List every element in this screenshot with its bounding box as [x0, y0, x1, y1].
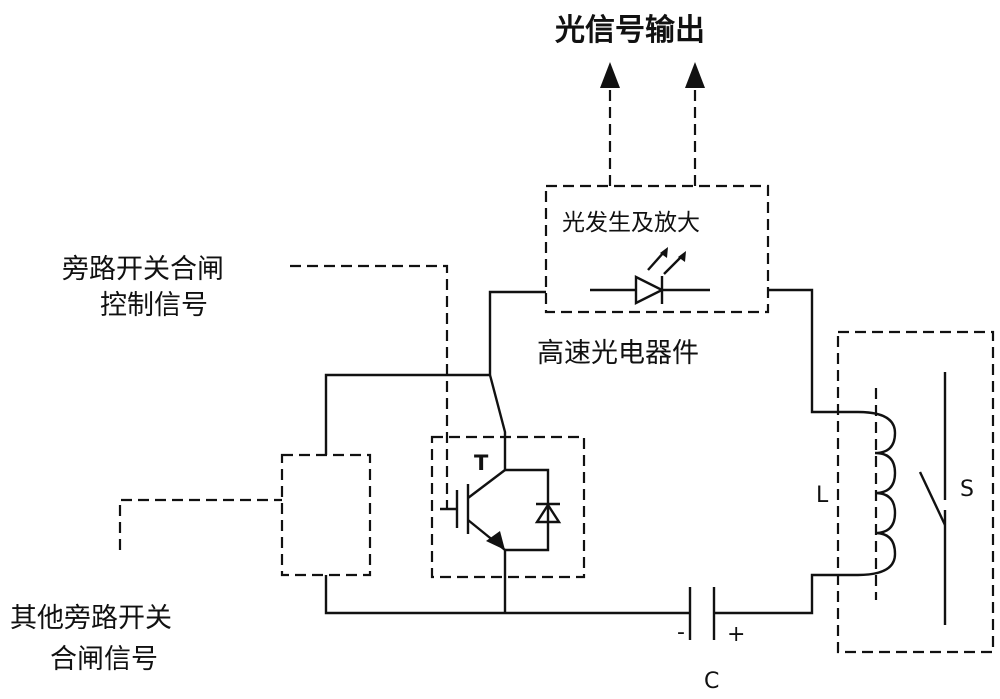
inductor-switch-box [836, 330, 995, 654]
bypass-ctrl-label-line2: 控制信号 [100, 290, 208, 321]
other-bypass-label-line1: 其他旁路开关 [10, 603, 172, 634]
other-bypass-signal-line [118, 498, 282, 550]
transistor-label: T [474, 451, 489, 475]
inductor-icon [857, 388, 897, 600]
capacitor-plus-label: + [727, 622, 745, 647]
other-bypass-module-box [280, 453, 372, 577]
bypass-ctrl-label-line1: 旁路开关合闸 [62, 254, 224, 285]
diode-icon [534, 502, 562, 524]
circuit-wires [324, 288, 858, 615]
capacitor-label: C [704, 669, 719, 694]
optical-arrow-right-head [685, 62, 705, 88]
other-bypass-label-line2: 合闸信号 [50, 644, 158, 675]
switch-icon [918, 372, 947, 625]
bypass-ctrl-signal-line [290, 264, 449, 510]
optical-arrow-left-head [600, 62, 620, 88]
optical-output-title: 光信号输出 [555, 13, 705, 48]
light-gen-amp-label: 光发生及放大 [562, 210, 700, 236]
inductor-label: L [816, 483, 829, 508]
capacitor-icon [688, 587, 716, 640]
transistor-icon [440, 469, 506, 551]
hs-optoelectronic-label: 高速光电器件 [537, 338, 699, 369]
optical-output-arrows [600, 62, 705, 186]
light-generator-box: 光发生及放大 [544, 184, 770, 314]
capacitor-minus-label: - [677, 620, 685, 645]
switch-label: S [960, 477, 974, 502]
transistor-module-box [430, 435, 586, 579]
led-icon [590, 247, 710, 305]
